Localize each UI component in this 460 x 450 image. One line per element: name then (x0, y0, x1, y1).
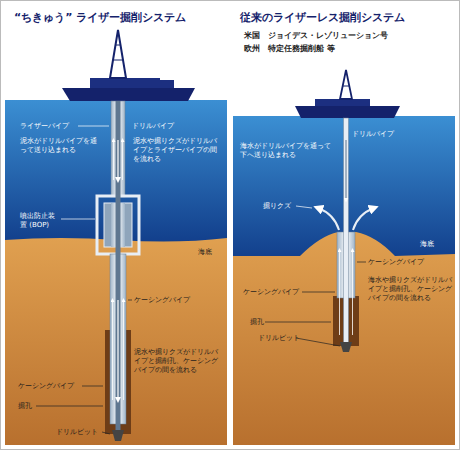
callout-label: 掘孔 (18, 402, 32, 411)
callout-label: 海底 (198, 248, 212, 257)
callout-label: 泥水や掘りクズがドリルパイプと掘削孔、ケーシングパイプの間を流れる (134, 348, 222, 374)
callout-label: 海底 (420, 240, 434, 249)
callout-label: ライザーパイプ (20, 122, 69, 131)
callout-label: ドリルビット (258, 334, 300, 343)
callout-label: 泥水がドリルパイプを通って送り込まれる (20, 137, 100, 155)
callout-label: 海水や掘りクズがドリルパイプと掘削孔、ケーシングパイプの間を流れる (368, 276, 452, 302)
panel-title: 従来のライザーレス掘削システム (240, 10, 405, 25)
panel-subtitle: 欧州 特定任務掘削船 等 (244, 43, 335, 54)
panel-title: “ちきゅう” ライザー掘削システム (14, 10, 186, 25)
drilling-panel: 従来のライザーレス掘削システム米国 ジョイデス・レゾリューション号欧州 特定任務… (232, 4, 456, 446)
callout-label: ケーシングパイプ (134, 296, 190, 305)
panel-subtitle: 米国 ジョイデス・レゾリューション号 (244, 30, 388, 41)
callout-label: 掘りクズ (263, 202, 291, 211)
callout-label: ドリルパイプ (352, 130, 394, 139)
callout-label: 噴出防止装置 (BOP) (20, 212, 60, 230)
callout-label: 海水がドリルパイプを通って下へ送り込まれる (240, 142, 336, 160)
callout-label: ケーシングパイプ (243, 288, 299, 297)
callout-label: ケーシングパイプ (368, 258, 424, 267)
callout-label: ケーシングパイプ (18, 382, 74, 391)
callout-label: ドリルパイプ (132, 122, 174, 131)
callout-label: ドリルビット (56, 428, 98, 437)
callout-label: 掘孔 (250, 318, 264, 327)
callout-label: 泥水や掘りクズがドリルパイプとライザーパイプの間を流れる (133, 137, 219, 163)
